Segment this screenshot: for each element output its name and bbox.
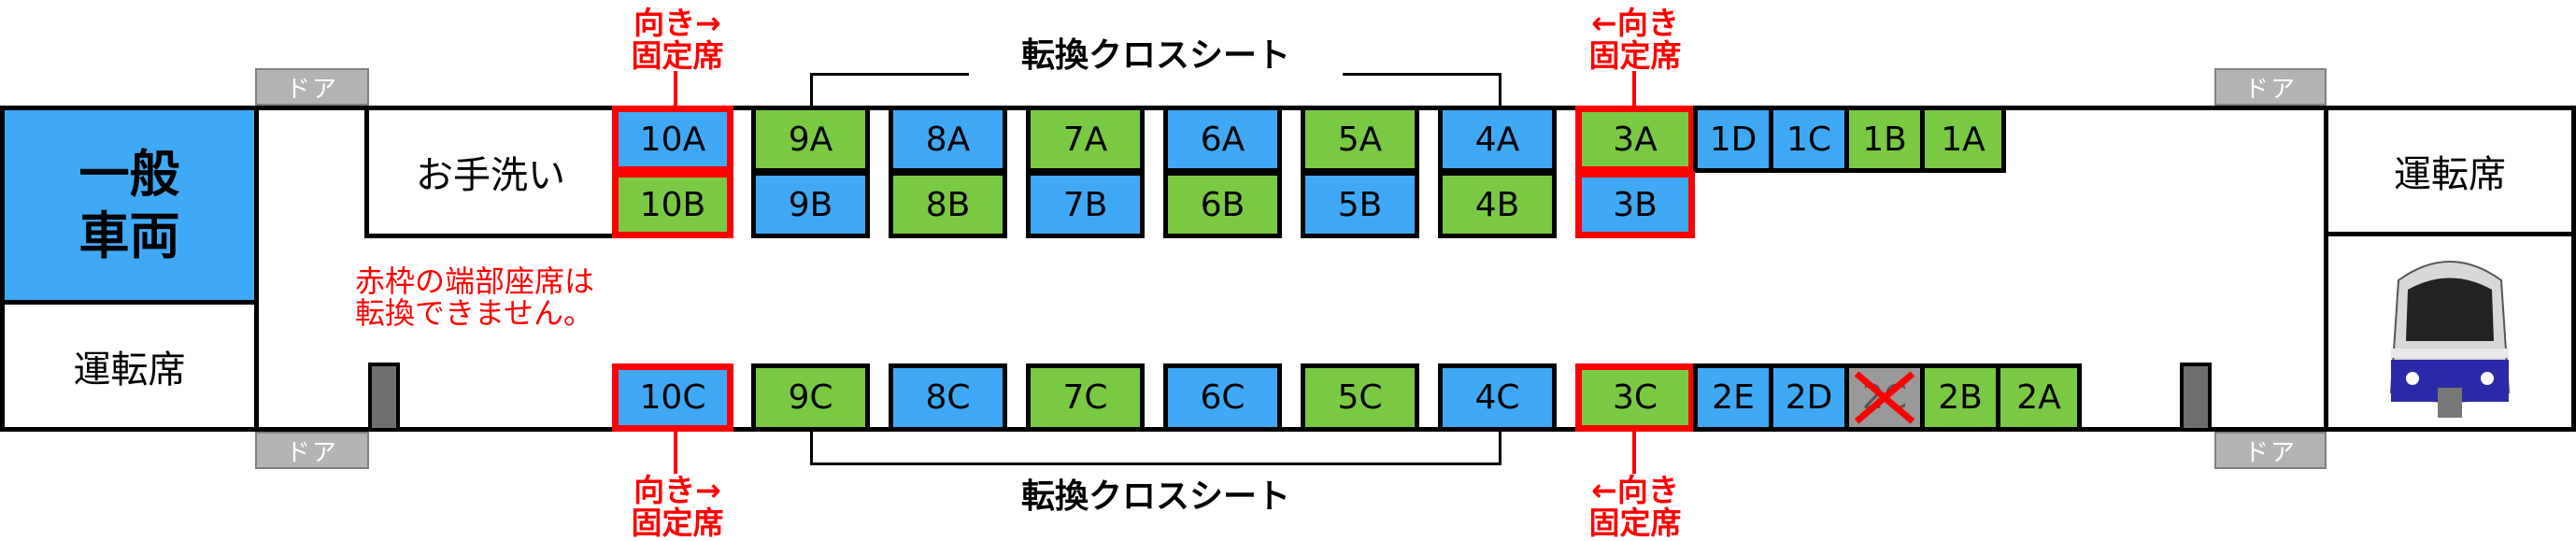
seat-2c-unavailable: 2C — [1844, 363, 1925, 432]
door-label: ドア — [2243, 75, 2297, 104]
seat-8a[interactable]: 8A — [889, 106, 1007, 173]
seat-2e[interactable]: 2E — [1693, 363, 1773, 432]
seat-3a[interactable]: 3A — [1575, 106, 1695, 173]
seat-2a[interactable]: 2A — [1996, 363, 2082, 432]
pole-left — [368, 363, 400, 432]
cross-seat-bracket-top — [810, 73, 1501, 107]
orient-line-bottom-right — [1632, 432, 1636, 474]
orient-label-bottom-left: 向き→ 固定席 — [631, 472, 724, 541]
seat-4c[interactable]: 4C — [1438, 363, 1557, 432]
seat-3b[interactable]: 3B — [1575, 171, 1695, 238]
seat-7a[interactable]: 7A — [1026, 106, 1145, 173]
seat-8b[interactable]: 8B — [889, 171, 1007, 238]
left-cab-label: 運転席 — [0, 300, 259, 432]
right-cab-label: 運転席 — [2324, 106, 2576, 236]
orient-line-top-right — [1632, 71, 1636, 108]
door-bottom-right: ドア — [2214, 432, 2327, 469]
washroom-label: お手洗い — [364, 106, 617, 238]
seat-1d[interactable]: 1D — [1693, 106, 1773, 173]
seat-1a[interactable]: 1A — [1920, 106, 2006, 173]
orient-line-bottom-left — [674, 432, 677, 474]
seat-1c[interactable]: 1C — [1769, 106, 1849, 173]
door-top-left: ドア — [255, 68, 369, 106]
door-bottom-left: ドア — [255, 432, 369, 469]
seat-10a[interactable]: 10A — [612, 106, 733, 173]
orient-label-top-left: 向き→ 固定席 — [631, 5, 724, 74]
orient-line-top-left — [674, 71, 677, 108]
seat-6a[interactable]: 6A — [1163, 106, 1282, 173]
orient-label-top-right: ←向き 固定席 — [1588, 5, 1682, 74]
seat-5c[interactable]: 5C — [1301, 363, 1419, 432]
seat-6b[interactable]: 6B — [1163, 171, 1282, 238]
right-train-area — [2324, 232, 2576, 432]
door-label: ドア — [285, 75, 338, 104]
cross-seat-label-bottom: 転換クロスシート — [969, 469, 1343, 518]
seat-7c[interactable]: 7C — [1026, 363, 1145, 432]
cross-seat-label-top: 転換クロスシート — [969, 28, 1343, 77]
seat-9c[interactable]: 9C — [751, 363, 870, 432]
seat-10b[interactable]: 10B — [612, 171, 733, 238]
seat-3c[interactable]: 3C — [1575, 363, 1695, 432]
door-top-right: ドア — [2214, 68, 2327, 106]
seat-10c[interactable]: 10C — [612, 363, 733, 432]
train-front-icon — [2389, 261, 2511, 418]
seat-5b[interactable]: 5B — [1301, 171, 1419, 238]
car-type-label: 一般 車両 — [0, 106, 259, 305]
cross-seat-bracket-bottom — [810, 430, 1501, 465]
fixed-seat-note: 赤枠の端部座席は 転換できません。 — [355, 263, 595, 331]
seat-7b[interactable]: 7B — [1026, 171, 1145, 238]
seat-9b[interactable]: 9B — [751, 171, 870, 238]
seat-8c[interactable]: 8C — [889, 363, 1007, 432]
pole-right — [2180, 363, 2212, 432]
seat-1b[interactable]: 1B — [1844, 106, 1925, 173]
door-label: ドア — [2243, 438, 2297, 467]
seat-4a[interactable]: 4A — [1438, 106, 1557, 173]
seat-2b[interactable]: 2B — [1920, 363, 2000, 432]
orient-label-bottom-right: ←向き 固定席 — [1588, 472, 1682, 541]
seat-4b[interactable]: 4B — [1438, 171, 1557, 238]
door-label: ドア — [285, 438, 338, 467]
seat-5a[interactable]: 5A — [1301, 106, 1419, 173]
seat-6c[interactable]: 6C — [1163, 363, 1282, 432]
seat-9a[interactable]: 9A — [751, 106, 870, 173]
unavailable-cross-icon — [1854, 371, 1915, 424]
seat-2d[interactable]: 2D — [1769, 363, 1849, 432]
